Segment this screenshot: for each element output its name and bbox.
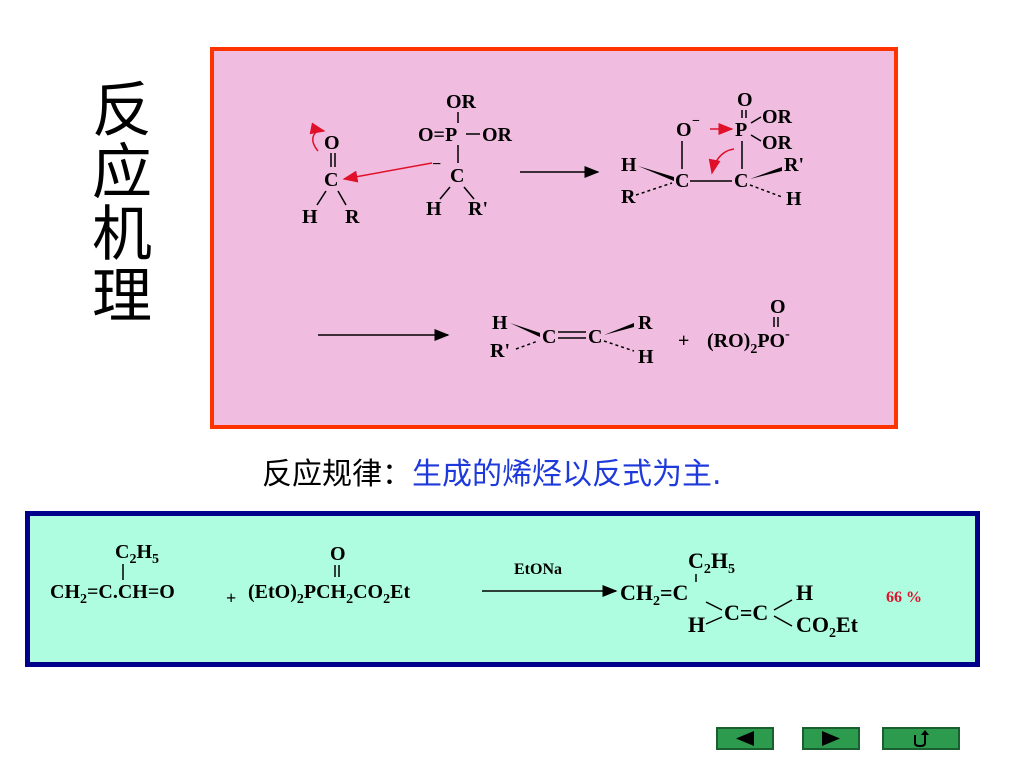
int-or2: OR: [762, 132, 793, 154]
ylide-or-top: OR: [446, 91, 477, 113]
reaction-rule: 反应规律：生成的烯烃以反式为主.: [262, 449, 722, 493]
prod-plus: +: [678, 330, 689, 352]
reagent-o-dbl: O: [330, 543, 346, 565]
prod-cc: C=C: [724, 600, 768, 625]
prod-h2: H: [638, 346, 654, 368]
int-h-left: H: [621, 154, 637, 176]
sub-chain: CH2=C.CH=O: [50, 581, 175, 607]
prod-ethyl: C2H5: [688, 548, 735, 577]
return-button[interactable]: [882, 727, 960, 750]
prod-c1: C: [542, 326, 556, 348]
mechanism-diagram: O C H R OR O=P OR − C H R': [302, 89, 804, 368]
ylide-r-prime: R': [468, 198, 488, 220]
substrate: C2H5 CH2=C.CH=O: [50, 541, 175, 607]
alkene-product: H R' C C R H + O (RO)2PO-: [490, 296, 790, 368]
phosphate-o-dbl: O: [770, 296, 786, 318]
phosphonate-carbanion: OR O=P OR − C H R': [418, 91, 513, 220]
aldehyde-o: O: [324, 132, 340, 154]
ylide-c: C: [450, 165, 464, 187]
phosphate-byproduct: (RO)2PO-: [707, 327, 790, 357]
prod-h: H: [492, 312, 508, 334]
int-r-prime: R': [784, 154, 804, 176]
example-panel: C2H5 CH2=C.CH=O + O (EtO)2PCH2CO2Et EtON…: [25, 511, 980, 667]
aldehyde-c: C: [324, 169, 338, 191]
title-char: 机: [92, 200, 152, 270]
ylide-o-eq-p: O=P: [418, 124, 457, 146]
mechanism-panel: O C H R OR O=P OR − C H R': [210, 47, 898, 429]
example-plus: +: [226, 588, 236, 608]
title-char: 应: [92, 138, 152, 208]
triangle-left-icon: [736, 731, 754, 746]
prod-r-prime: R': [490, 340, 510, 362]
prod-h-right: H: [796, 580, 813, 605]
ylide-minus: −: [432, 156, 441, 173]
base-condition: EtONa: [514, 561, 562, 578]
int-c-right: C: [734, 170, 748, 192]
title-char: 反: [92, 76, 152, 146]
ylide-h: H: [426, 198, 442, 220]
aldehyde: O C H R: [302, 122, 360, 228]
rule-text: 生成的烯烃以反式为主.: [412, 457, 722, 492]
reagent-formula: (EtO)2PCH2CO2Et: [248, 581, 410, 607]
rule-label: 反应规律：: [262, 457, 412, 492]
prod-c2: C: [588, 326, 602, 348]
int-or1: OR: [762, 106, 793, 128]
int-h-right: H: [786, 188, 802, 210]
prod-r: R: [638, 312, 653, 334]
next-button[interactable]: [802, 727, 860, 750]
ylide-or-right: OR: [482, 124, 513, 146]
int-minus: −: [692, 114, 700, 129]
int-p: P: [735, 119, 747, 141]
phosphonate-reagent: O (EtO)2PCH2CO2Et: [248, 543, 410, 607]
prod-ester: CO2Et: [796, 612, 859, 641]
triangle-right-icon: [822, 731, 840, 746]
red-curved-arrow-icon: [309, 122, 326, 152]
yield-label: 66 %: [886, 589, 922, 606]
oxaphosphetane-intermediate: O P OR OR O − H R C C R' H: [621, 89, 804, 210]
prev-button[interactable]: [716, 727, 774, 750]
red-curved-arrow-icon: [708, 148, 735, 175]
aldehyde-h: H: [302, 206, 318, 228]
prod-h-left: H: [688, 612, 705, 637]
vertical-title: 反 应 机 理: [82, 80, 162, 328]
int-o-dbl: O: [737, 89, 753, 111]
int-o-minus: O: [676, 119, 692, 141]
return-arrow-icon: [914, 730, 929, 748]
int-c-left: C: [675, 170, 689, 192]
title-char: 理: [92, 262, 152, 332]
int-r-left: R: [621, 186, 636, 208]
example-reaction: C2H5 CH2=C.CH=O + O (EtO)2PCH2CO2Et EtON…: [50, 541, 922, 641]
sub-ethyl: C2H5: [115, 541, 159, 567]
aldehyde-r: R: [345, 206, 360, 228]
red-attack-arrow-icon: [342, 162, 433, 183]
prod-chain: CH2=C: [620, 580, 688, 609]
diene-ester-product: C2H5 CH2=C H C=C H CO2Et: [620, 548, 859, 641]
